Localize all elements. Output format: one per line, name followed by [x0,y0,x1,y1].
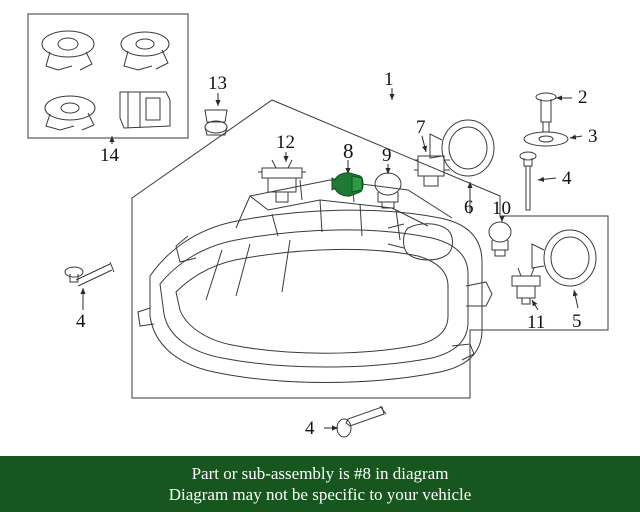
callout-6: 6 [464,197,474,218]
part-5 [531,229,597,287]
callout-1: 1 [384,69,394,90]
part-11 [511,267,541,305]
callout-4-bottom: 4 [305,418,315,439]
callout-10: 10 [492,198,511,219]
callout-4-left: 4 [76,311,86,332]
part-4-bottom [336,405,387,438]
part-10 [488,221,512,257]
callout-5: 5 [572,311,582,332]
part-7 [414,155,450,187]
part-4-right [519,151,537,211]
footnote-disclaimer-line: Diagram may not be specific to your vehi… [168,485,472,504]
part-6 [429,119,495,177]
leader-lines [80,88,583,431]
part-9 [374,172,402,209]
part-3 [523,131,569,147]
part-12 [258,159,306,203]
inset-box-14 [27,13,189,139]
callout-3: 3 [588,126,598,147]
part-13 [204,109,228,136]
part-2 [535,92,557,133]
diagram-footnote-banner: Part or sub-assembly is #8 in diagram Di… [0,456,640,512]
callout-8: 8 [343,139,354,163]
callout-2: 2 [578,87,588,108]
callout-13: 13 [208,73,227,94]
callout-4-right: 4 [562,168,572,189]
highlighted-part-8 [331,172,364,197]
headlamp-outline [131,99,609,399]
callout-7: 7 [416,117,426,138]
callout-14: 14 [100,145,119,166]
callout-9: 9 [382,145,392,166]
callout-12: 12 [276,132,295,153]
part-4-left [64,261,115,287]
callout-11: 11 [527,312,546,333]
footnote-part-line: Part or sub-assembly is #8 in diagram [191,464,449,483]
